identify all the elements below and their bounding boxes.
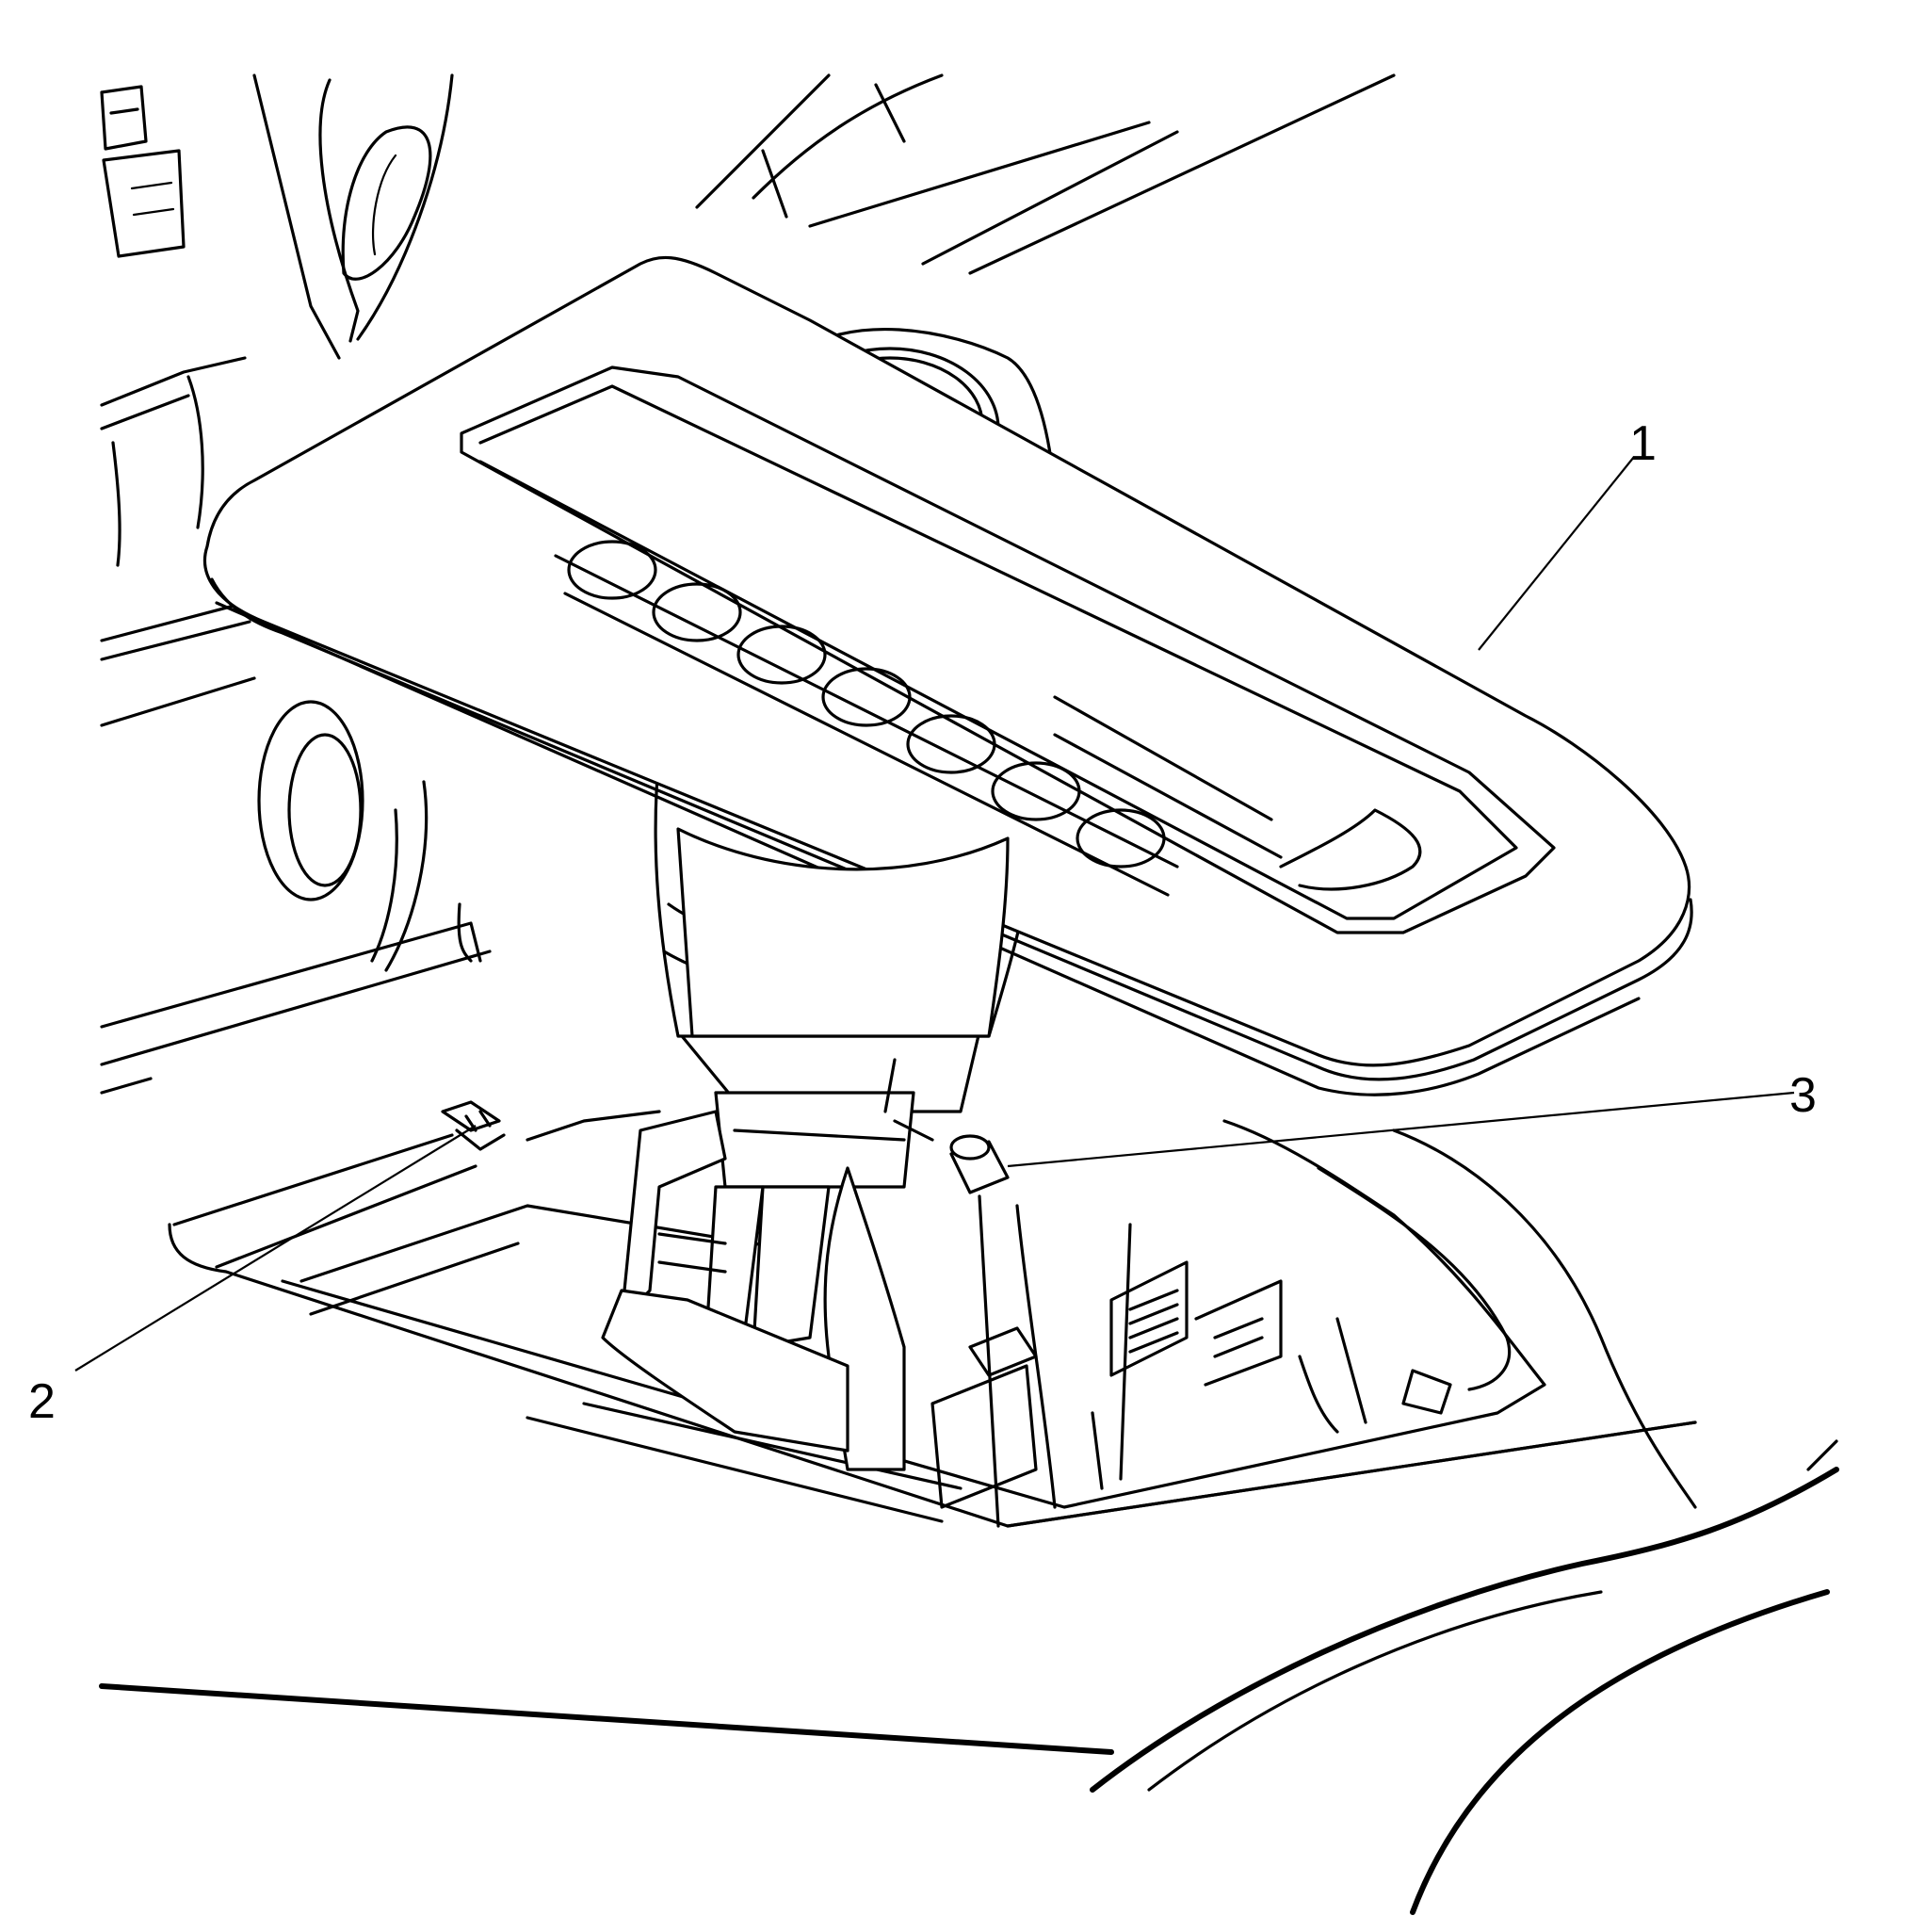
retaining-clip (441, 1100, 661, 1151)
callout-2: 2 (28, 1374, 56, 1429)
shifter-trim-plate (202, 255, 1693, 1096)
leader-lines (74, 456, 1795, 1372)
leader-line-1 (1478, 456, 1635, 651)
fastener-nut (893, 1119, 1010, 1194)
center-console (99, 1119, 1839, 1915)
leader-line-3 (1007, 1091, 1795, 1168)
callout-3: 3 (1789, 1068, 1817, 1123)
instrument-panel (100, 73, 1396, 1095)
leader-line-2 (74, 1125, 477, 1372)
callout-1: 1 (1629, 416, 1657, 471)
